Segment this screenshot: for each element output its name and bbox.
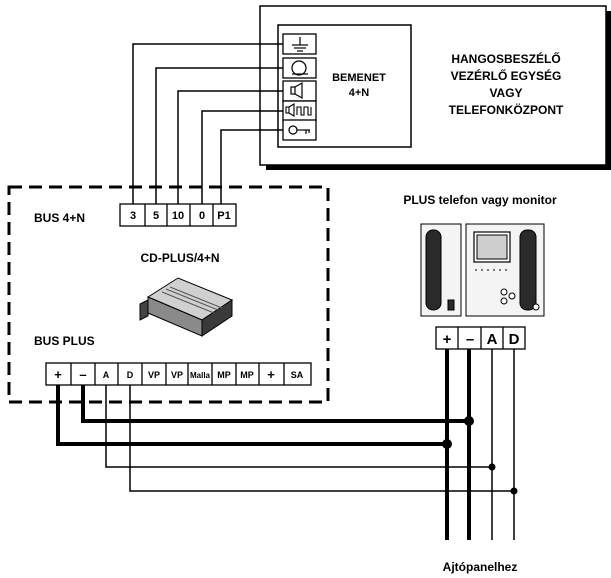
wire-terminal-5 [155, 67, 283, 205]
central-unit-title-2: VEZÉRLŐ EGYSÉG [451, 68, 562, 83]
bottom-terminal-plus: + [54, 367, 62, 382]
video-monitor-image [465, 223, 545, 317]
call-tone-icon [285, 103, 312, 117]
top-terminal-p1: P1 [217, 210, 230, 222]
bus-plus-wiring [56, 349, 515, 540]
central-unit-title-4: TELEFONKÖZPONT [449, 102, 564, 117]
junction-plus [442, 439, 452, 449]
bottom-terminal-d: D [127, 370, 134, 380]
bottom-terminal-malla: Malla [190, 371, 211, 380]
converter-device-image [139, 277, 234, 337]
bottom-terminal-mp-1: MP [217, 370, 231, 380]
bus-4n-label: BUS 4+N [34, 211, 85, 225]
wire-terminal-p1 [220, 129, 283, 205]
junction-minus [464, 416, 474, 426]
bottom-terminal-block [45, 362, 312, 386]
top-terminal-10: 10 [172, 210, 184, 222]
bottom-terminal-a: A [103, 370, 110, 380]
junction-a [488, 463, 496, 471]
wire-a [105, 385, 492, 468]
central-unit-title-3: VAGY [489, 86, 522, 100]
speaker-icon [290, 81, 303, 100]
wire-plus [56, 385, 447, 446]
central-unit-title-1: HANGOSBESZÉLŐ [451, 51, 560, 66]
wire-d [129, 385, 514, 492]
converter: BUS 4+N CD-PLUS/4+N BUS PLUS 3 5 10 0 P1 [7, 185, 330, 404]
top-terminal-5: 5 [153, 210, 159, 222]
door-release-coil-icon [291, 60, 308, 76]
monitor-terminal-plus: + [443, 331, 452, 348]
bottom-terminal-vp-1: VP [148, 370, 160, 380]
monitor-terminal-minus: – [466, 331, 474, 348]
converter-model-label: CD-PLUS/4+N [140, 251, 219, 265]
junction-d [510, 487, 518, 495]
bus-4n-wiring [132, 43, 283, 205]
monitor: PLUS telefon vagy monitor + – A [403, 193, 557, 350]
input-label-1: BEMENET [332, 72, 386, 84]
top-terminal-dividers [144, 204, 214, 226]
bottom-terminal-vp-2: VP [171, 370, 183, 380]
bottom-terminal-minus: – [79, 367, 86, 382]
bottom-terminal-mp-2: MP [240, 370, 254, 380]
top-terminal-block [119, 203, 237, 227]
handset-phone-image [420, 223, 462, 317]
monitor-terminal-dividers [457, 327, 504, 349]
ground-icon [292, 37, 308, 52]
wire-minus [81, 385, 469, 423]
monitor-terminal-a: A [487, 331, 498, 348]
central-unit: HANGOSBESZÉLŐ VEZÉRLŐ EGYSÉG VAGY TELEFO… [259, 5, 611, 170]
bottom-terminal-plus-2: + [267, 367, 275, 382]
key-icon [288, 125, 310, 135]
top-terminal-3: 3 [130, 210, 136, 222]
top-terminal-0: 0 [199, 210, 205, 222]
bottom-terminal-sa: SA [291, 370, 304, 380]
bus-plus-label: BUS PLUS [34, 334, 95, 348]
converter-dashed-boundary [7, 185, 330, 404]
monitor-terminal-d: D [509, 331, 520, 348]
junction-dots [442, 416, 518, 495]
bottom-terminal-dividers [70, 363, 285, 385]
wire-terminal-0 [201, 110, 283, 205]
door-panel-label: Ajtópanelhez [443, 560, 518, 574]
wire-terminal-3 [132, 43, 283, 205]
monitor-title: PLUS telefon vagy monitor [403, 193, 557, 207]
input-label-2: 4+N [349, 87, 370, 99]
wire-terminal-10 [177, 90, 283, 205]
